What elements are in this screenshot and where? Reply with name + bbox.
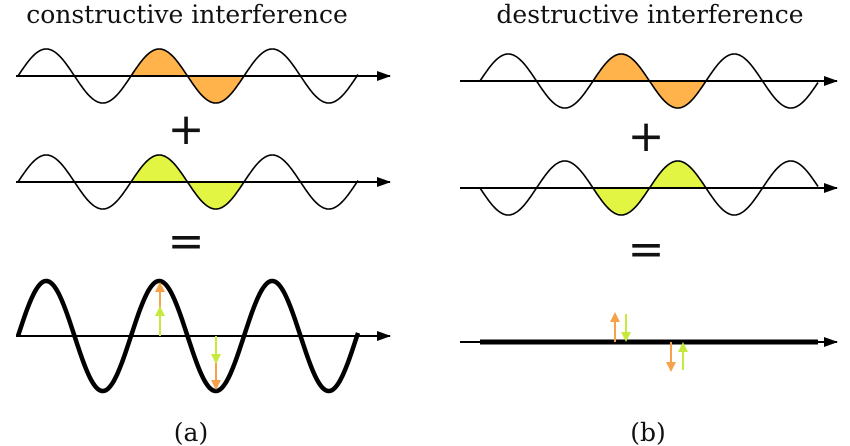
panel-title: destructive interference bbox=[496, 0, 803, 29]
wave-1-curve bbox=[479, 53, 819, 109]
arrowhead-orange bbox=[155, 282, 165, 292]
arrowhead-orange bbox=[610, 312, 620, 322]
panel-constructive: constructive interference + = bbox=[15, 0, 391, 446]
arrowhead-green bbox=[211, 354, 221, 364]
resultant-curve bbox=[15, 278, 361, 394]
resultant-wave-destructive bbox=[460, 312, 838, 372]
panel-title: constructive interference bbox=[26, 0, 348, 29]
panel-caption: (b) bbox=[630, 418, 666, 446]
wave-2-constructive bbox=[16, 154, 391, 210]
arrowhead-orange bbox=[211, 380, 221, 390]
arrowhead-green bbox=[155, 306, 165, 316]
panel-destructive: destructive interference + = bbox=[460, 0, 838, 446]
wave-2-curve bbox=[479, 160, 819, 216]
equals-sign: = bbox=[168, 216, 205, 267]
wave-2-curve bbox=[17, 154, 359, 210]
equals-sign: = bbox=[628, 224, 665, 275]
arrowhead-green bbox=[678, 342, 688, 352]
wave-2-destructive bbox=[460, 160, 838, 216]
plus-sign: + bbox=[628, 111, 665, 162]
plus-sign: + bbox=[168, 104, 205, 155]
wave-1-constructive bbox=[16, 48, 391, 104]
wave-1-curve bbox=[17, 48, 359, 104]
panel-caption: (a) bbox=[174, 418, 208, 446]
wave-1-destructive bbox=[460, 53, 838, 109]
arrowhead-orange bbox=[666, 362, 676, 372]
resultant-wave-constructive bbox=[15, 278, 391, 394]
arrowhead-green bbox=[621, 332, 631, 342]
